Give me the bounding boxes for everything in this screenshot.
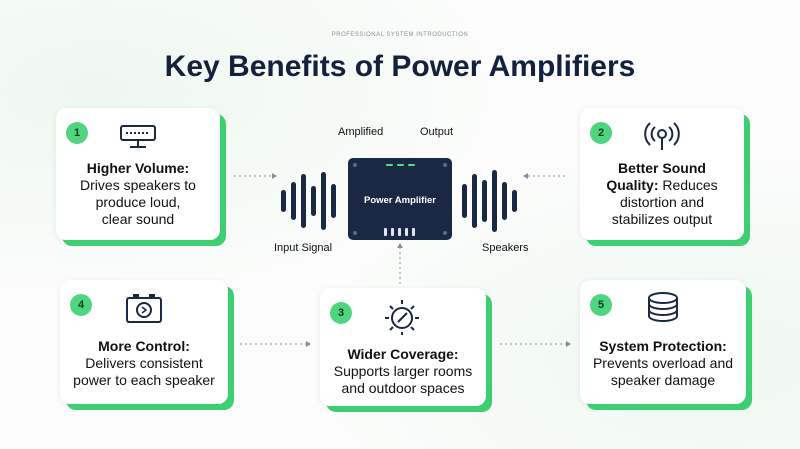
status-led	[408, 164, 415, 166]
card-number-badge: 3	[330, 302, 352, 324]
card-body-line: distortion and	[619, 194, 705, 210]
eyebrow-text: PROFESSIONAL SYSTEM INTRODUCTION	[331, 32, 469, 38]
screw	[353, 231, 357, 235]
card-body-line: power to each speaker	[73, 372, 215, 388]
output-wave-bar	[472, 174, 477, 228]
arrowhead	[566, 341, 571, 347]
card-2-text: Better Sound Quality: Reduces distortion…	[580, 160, 744, 228]
input-wave-bar	[331, 184, 336, 218]
card-number-badge: 1	[66, 122, 88, 144]
card-heading: Higher Volume:	[86, 160, 190, 176]
card-body-line: Drives speakers to	[80, 177, 196, 193]
card-body-line: and outdoor spaces	[341, 380, 465, 396]
card-body-line: Supports larger rooms	[333, 363, 473, 379]
amplified-label: Amplified	[338, 126, 384, 138]
output-label: Output	[420, 126, 454, 138]
input-wave-bar	[301, 174, 306, 228]
card-3-text: Wider Coverage: Supports larger rooms an…	[320, 346, 486, 397]
output-wave-bar	[482, 180, 487, 222]
card-4-text: More Control: Delivers consistent power …	[60, 338, 228, 389]
card-body-line: Delivers consistent	[85, 355, 203, 371]
benefit-card-3: 3 Wider Coverage: Supports larger rooms …	[320, 288, 486, 406]
input-wave-bar	[291, 182, 296, 220]
arrowhead	[272, 173, 277, 179]
card-body-line: stabilizes output	[611, 211, 713, 227]
output-wave-bar	[502, 182, 507, 220]
connector-pin	[384, 228, 387, 236]
arrowhead	[523, 173, 528, 179]
benefit-card-2: 2 Better Sound Quality: Reduces distorti…	[580, 108, 744, 240]
arrowhead	[306, 341, 311, 347]
connector-pin	[398, 228, 401, 236]
card-body-line: Prevents overload and	[592, 355, 734, 371]
card-body-line: clear sound	[101, 211, 175, 227]
status-led	[397, 164, 404, 166]
status-led	[386, 164, 393, 166]
output-wave-bar	[512, 190, 517, 212]
arrowhead	[397, 243, 403, 248]
input-wave-bar	[281, 190, 286, 212]
benefit-card-1: 1 Higher Volume: Drives speakers to prod…	[56, 108, 220, 240]
shield-stack-icon	[648, 292, 678, 322]
card-number-badge: 2	[590, 122, 612, 144]
page-title: Key Benefits of Power Amplifiers	[164, 50, 636, 83]
power-control-icon	[126, 294, 162, 323]
connector-pin	[412, 228, 415, 236]
power-amplifier-device: Power Amplifier	[348, 158, 452, 240]
screw	[443, 231, 447, 235]
speakers-label: Speakers	[482, 242, 529, 254]
card-number-badge: 5	[590, 294, 612, 316]
screw	[353, 163, 357, 167]
card-heading: More Control:	[98, 338, 190, 354]
card-1-text: Higher Volume: Drives speakers to produc…	[56, 160, 220, 228]
connector-pin	[391, 228, 394, 236]
card-body-line: produce loud,	[95, 194, 181, 210]
card-heading: Quality:	[606, 177, 659, 193]
card-heading: Better Sound	[618, 160, 706, 176]
card-5-text: System Protection: Prevents overload and…	[580, 338, 746, 389]
benefit-card-5: 5 System Protection: Prevents overload a…	[580, 280, 746, 404]
benefit-card-4: 4 More Control: Delivers consistent powe…	[60, 280, 228, 404]
equalizer-icon	[120, 125, 156, 148]
card-heading: Wider Coverage:	[347, 346, 459, 362]
card-heading: System Protection:	[599, 338, 727, 354]
output-wave-bar	[492, 170, 497, 232]
card-body-line: speaker damage	[610, 372, 716, 388]
screw	[443, 163, 447, 167]
amplifier-label: Power Amplifier	[364, 195, 436, 206]
output-wave-bar	[462, 184, 467, 218]
input-signal-label: Input Signal	[274, 242, 333, 254]
card-body-line: Reduces	[662, 177, 718, 193]
sound-wave-icon	[644, 122, 680, 150]
input-wave-bar	[311, 186, 316, 216]
card-number-badge: 4	[70, 294, 92, 316]
broadcast-icon	[385, 300, 419, 335]
input-wave-bar	[321, 172, 326, 230]
connector-pin	[405, 228, 408, 236]
